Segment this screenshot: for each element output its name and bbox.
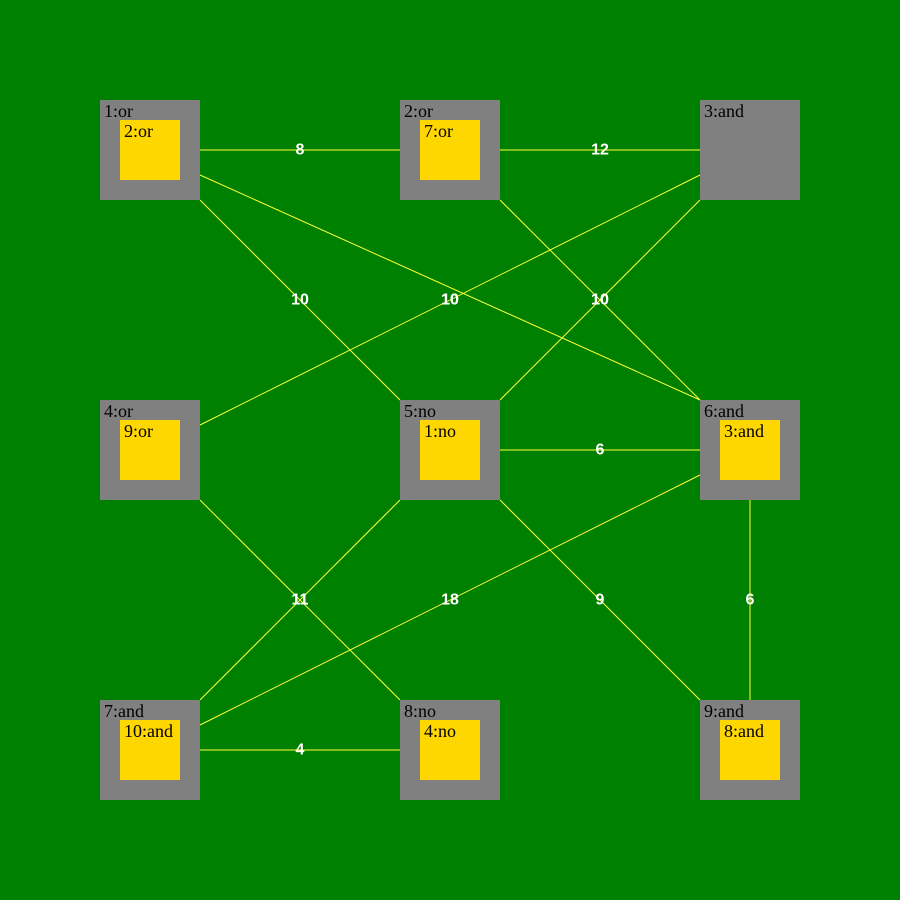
edge-1-5	[199, 199, 401, 401]
edge-weight-3-4: 10	[441, 292, 459, 309]
edge-weight-4-8: 11	[292, 592, 309, 609]
node-3: 3:and	[700, 100, 800, 200]
inner-node-9: 8:and	[720, 720, 780, 780]
edge-weight-6-7: 18	[441, 592, 459, 609]
inner-node-label: 7:or	[424, 121, 453, 141]
inner-node-5: 1:no	[420, 420, 480, 480]
inner-node-4: 9:or	[120, 420, 180, 480]
edge-weight-5-7: 11	[292, 592, 309, 609]
edge-6-7	[199, 474, 701, 726]
node-label: 8:no	[404, 701, 437, 721]
edge-weight-7-8: 4	[296, 742, 305, 759]
edge-5-7	[199, 499, 401, 701]
inner-node-1: 2:or	[120, 120, 180, 180]
node-label: 3:and	[704, 101, 744, 121]
inner-node-2: 7:or	[420, 120, 480, 180]
edge-weight-3-5: 10	[591, 292, 609, 309]
edge-weight-1-2: 8	[296, 142, 305, 159]
inner-node-label: 3:and	[724, 421, 764, 441]
inner-node-label: 4:no	[424, 721, 457, 741]
edge-weight-1-6: 10	[441, 292, 459, 309]
edge-weight-2-3: 12	[591, 142, 609, 159]
inner-node-label: 10:and	[124, 721, 173, 741]
node-label: 1:or	[104, 101, 133, 121]
inner-node-6: 3:and	[720, 420, 780, 480]
edge-weight-5-6: 6	[596, 442, 605, 459]
inner-node-7: 10:and	[120, 720, 180, 780]
edge-weight-2-6: 10	[591, 292, 609, 309]
edge-1-6	[199, 174, 701, 401]
edge-weight-1-5: 10	[291, 292, 309, 309]
edge-3-4	[199, 174, 701, 426]
inner-node-label: 8:and	[724, 721, 764, 741]
edge-5-9	[499, 499, 701, 701]
node-label: 5:no	[404, 401, 437, 421]
node-label: 9:and	[704, 701, 744, 721]
node-label: 6:and	[704, 401, 744, 421]
inner-node-label: 2:or	[124, 121, 153, 141]
inner-node-label: 1:no	[424, 421, 457, 441]
node-label: 4:or	[104, 401, 133, 421]
inner-node-8: 4:no	[420, 720, 480, 780]
inner-node-label: 9:or	[124, 421, 153, 441]
node-label: 2:or	[404, 101, 433, 121]
edge-3-5	[499, 199, 701, 401]
node-label: 7:and	[104, 701, 144, 721]
edge-weight-6-9: 6	[746, 592, 755, 609]
edge-weight-5-9: 9	[596, 592, 605, 609]
